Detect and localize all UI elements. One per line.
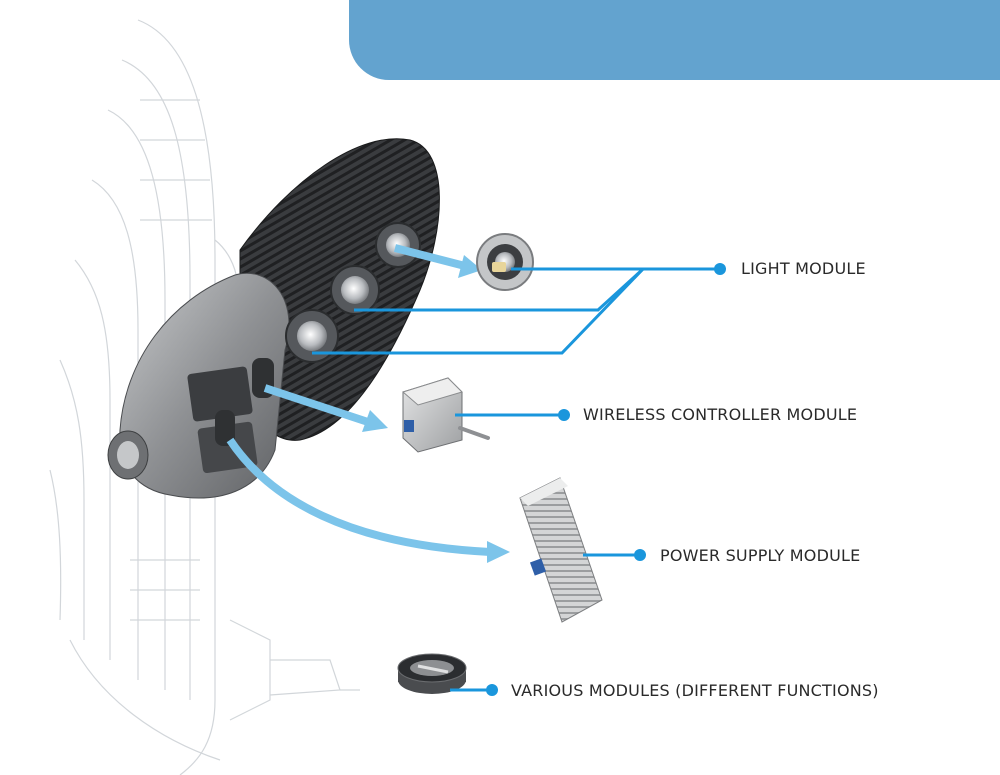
header-banner	[349, 0, 1000, 80]
background-sketch	[49, 19, 360, 775]
various-modules-label: VARIOUS MODULES (DIFFERENT FUNCTIONS)	[511, 681, 879, 700]
wireless-controller-module-label: WIRELESS CONTROLLER MODULE	[583, 405, 858, 424]
wireless-module-image	[401, 377, 490, 453]
power-supply-module-label: POWER SUPPLY MODULE	[660, 546, 861, 565]
leader-dots	[486, 263, 726, 696]
leader-lines	[312, 267, 720, 692]
leader-dot-light	[714, 263, 726, 275]
leader-light-bottom	[312, 267, 645, 355]
leader-dot-various	[486, 684, 498, 696]
arrow-head-light	[458, 255, 482, 278]
arrow-head-wireless	[362, 410, 388, 432]
luminaire-housing	[107, 138, 440, 499]
various-module-image	[397, 653, 467, 694]
power-module-image	[519, 477, 603, 623]
light-module-label: LIGHT MODULE	[741, 259, 866, 278]
leader-dot-wireless	[558, 409, 570, 421]
leader-dot-power	[634, 549, 646, 561]
light-module-image	[476, 233, 534, 291]
arrow-head-power	[487, 541, 510, 563]
explode-arrows	[226, 244, 510, 563]
